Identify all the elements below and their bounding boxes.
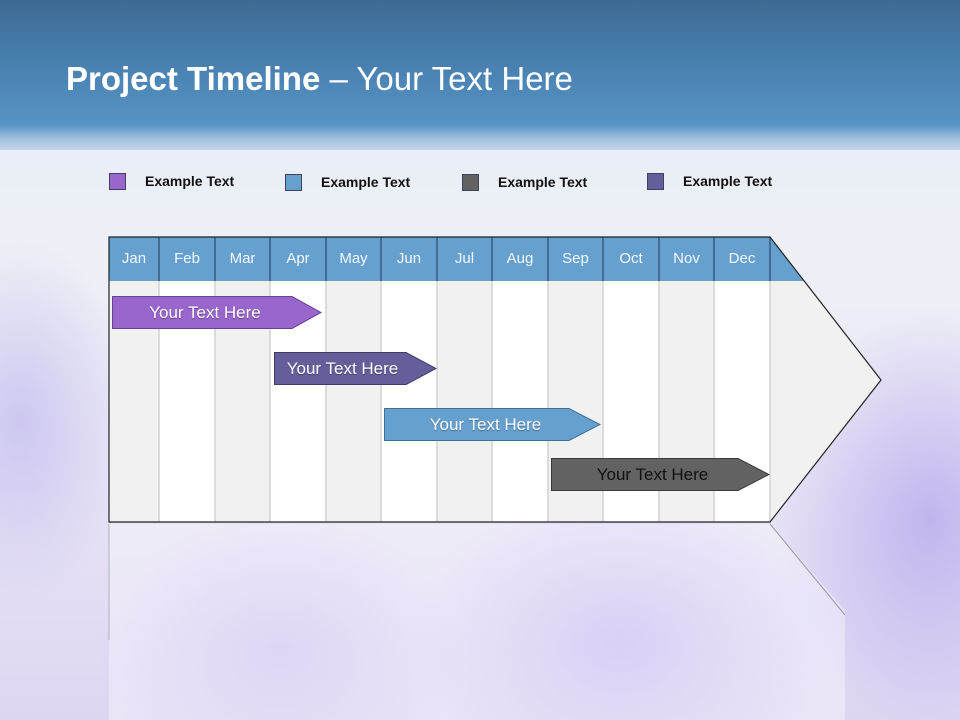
month-aug: Aug [506,250,534,267]
legend-item-3: Example Text [462,172,587,192]
legend-item-2: Example Text [285,172,410,192]
month-feb: Feb [174,250,200,267]
month-jul: Jul [454,250,475,267]
legend-swatch-indigo [647,172,664,190]
task-label: Your Text Here [286,359,399,378]
legend-label: Example Text [683,173,773,189]
month-dec: Dec [728,250,756,267]
task-label: Your Text Here [596,465,709,484]
legend-label: Example Text [145,173,235,189]
legend-swatch-purple [109,172,126,190]
title-subtitle: – Your Text Here [320,60,573,97]
legend-label: Example Text [321,174,411,190]
task-bar-3[interactable]: Your Text Here [384,408,601,441]
month-apr: Apr [286,250,310,267]
title-banner [0,0,960,150]
month-nov: Nov [673,250,700,267]
month-oct: Oct [619,250,643,267]
task-label: Your Text Here [429,415,542,434]
legend-swatch-gray [462,173,479,191]
month-may: May [339,250,368,267]
month-sep: Sep [562,250,589,267]
task-bar-1[interactable]: Your Text Here [112,296,322,329]
month-jun: Jun [396,250,422,267]
title-bold: Project Timeline [66,60,321,97]
legend-swatch-blue [285,173,302,191]
task-bar-4[interactable]: Your Text Here [551,458,770,491]
legend-item-4: Example Text [647,171,772,191]
task-label: Your Text Here [149,303,261,322]
legend-item-1: Example Text [109,171,234,191]
legend-label: Example Text [498,174,588,190]
task-bar-2[interactable]: Your Text Here [274,352,437,385]
month-mar: Mar [229,250,256,267]
month-jan: Jan [121,250,147,267]
slide-title: Project Timeline – Your Text Here [66,60,573,98]
